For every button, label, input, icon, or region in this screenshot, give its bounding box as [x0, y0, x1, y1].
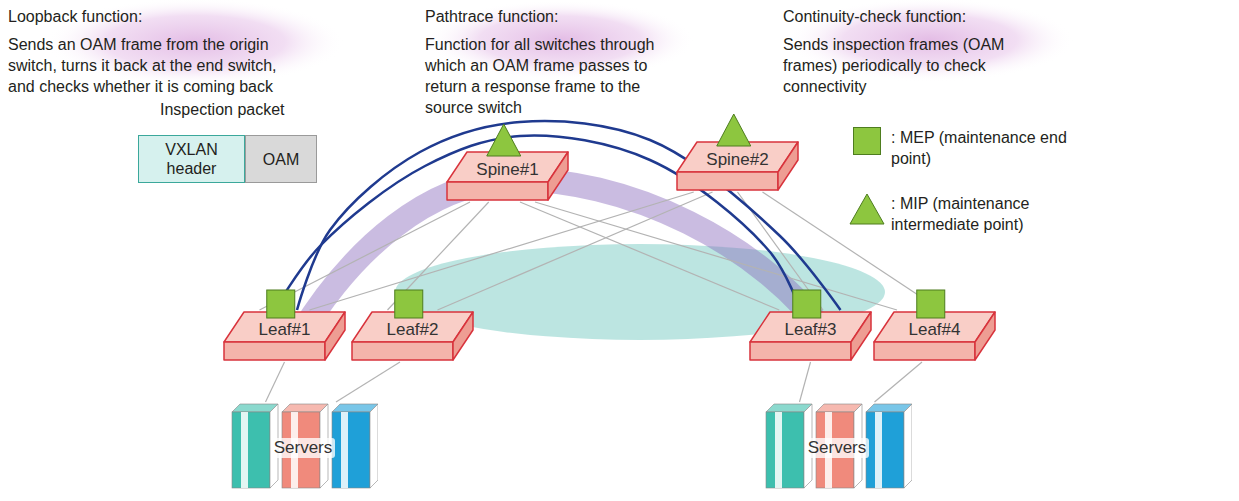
switch-node: Spine#1 [445, 150, 570, 202]
link-line [800, 362, 811, 402]
switch-face [453, 312, 473, 360]
server-icon [332, 404, 378, 488]
switch-face [778, 142, 798, 190]
field-name: OAM [263, 150, 299, 169]
switch-face [851, 312, 871, 360]
switch-node: Leaf#3 [748, 310, 873, 362]
switch-name: Leaf#2 [387, 320, 439, 340]
switch-node: Spine#2 [675, 140, 800, 192]
link-line [266, 362, 285, 402]
group-name: Servers [271, 438, 336, 458]
legend-text: : MIP (maintenance intermediate point) [891, 193, 1101, 235]
switch-face [874, 342, 975, 360]
switch-node: Leaf#2 [350, 310, 475, 362]
switch-name: Leaf#4 [909, 320, 961, 340]
server-group: Servers [762, 402, 912, 492]
switch-face [325, 312, 345, 360]
mep-marker [917, 290, 945, 318]
link-line [438, 192, 713, 310]
switch-face [750, 342, 851, 360]
callout-heading: Loopback function: [8, 6, 278, 27]
packet-field-box: VXLAN header [138, 135, 245, 183]
switch-name: Spine#2 [706, 150, 768, 170]
callout-body: Sends inspection frames (OAM frames) per… [783, 34, 1028, 97]
oam-loop-arrow [275, 136, 801, 310]
callout-heading: Pathtrace function: [425, 6, 681, 27]
switch-face [677, 172, 778, 190]
server-icon [866, 404, 912, 488]
switch-face [224, 342, 325, 360]
field-name: VXLAN header [145, 140, 238, 178]
switch-name: Leaf#1 [259, 320, 311, 340]
link-line [535, 202, 897, 310]
switch-face [352, 342, 453, 360]
mip-marker [717, 114, 751, 146]
callout-heading: Continuity-check function: [783, 6, 1028, 27]
link-line [520, 202, 779, 310]
oam-loop-arrow [297, 121, 841, 310]
function-callout: Continuity-check function: Sends inspecti… [783, 6, 1028, 97]
link-line [875, 362, 923, 402]
switch-node: Leaf#1 [222, 310, 347, 362]
figure-label: Inspection packet [160, 100, 285, 120]
server-group: Servers [228, 402, 378, 492]
packet-field-box: OAM [245, 135, 317, 183]
legend-swatch [853, 127, 881, 155]
switch-name: Leaf#3 [785, 320, 837, 340]
switch-face [447, 182, 548, 200]
mep-marker [395, 290, 423, 318]
legend: : MEP (maintenance end point) : MIP (main… [853, 127, 1101, 259]
switch-face [975, 312, 995, 360]
legend-row: : MIP (maintenance intermediate point) [853, 193, 1101, 235]
callout-body: Function for all switches through which … [425, 34, 681, 118]
legend-text: : MEP (maintenance end point) [891, 127, 1101, 169]
function-callout: Loopback function: Sends an OAM frame fro… [8, 6, 278, 97]
switch-face [548, 152, 568, 200]
function-callout: Pathtrace function: Function for all swit… [425, 6, 681, 118]
link-line [336, 362, 400, 402]
mip-marker [487, 124, 521, 156]
mep-marker [793, 290, 821, 318]
switch-node: Leaf#4 [872, 310, 997, 362]
callout-body: Sends an OAM frame from the origin switc… [8, 34, 278, 97]
legend-row: : MEP (maintenance end point) [853, 127, 1101, 169]
legend-symbol [849, 193, 885, 225]
switch-name: Spine#1 [476, 160, 538, 180]
group-name: Servers [805, 438, 870, 458]
mep-marker [267, 290, 295, 318]
